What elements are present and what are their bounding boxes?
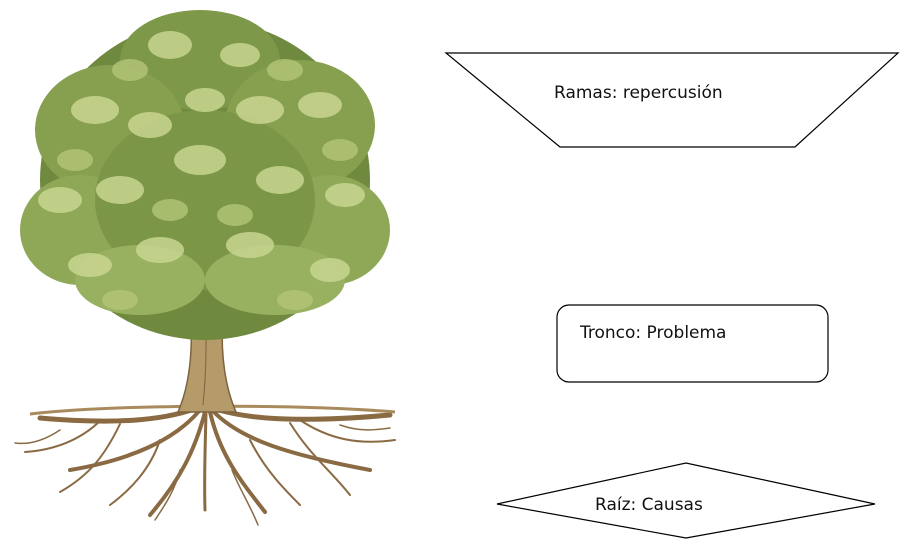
roots-diamond	[496, 462, 876, 539]
branches-trapezoid	[444, 52, 900, 148]
roots-label: Raíz: Causas	[595, 495, 703, 515]
trunk-rounded-box	[556, 304, 829, 383]
trunk-label: Tronco: Problema	[580, 323, 727, 343]
tree-foliage	[20, 10, 390, 340]
branches-label: Ramas: repercusión	[554, 83, 723, 103]
tree-illustration	[14, 10, 396, 526]
